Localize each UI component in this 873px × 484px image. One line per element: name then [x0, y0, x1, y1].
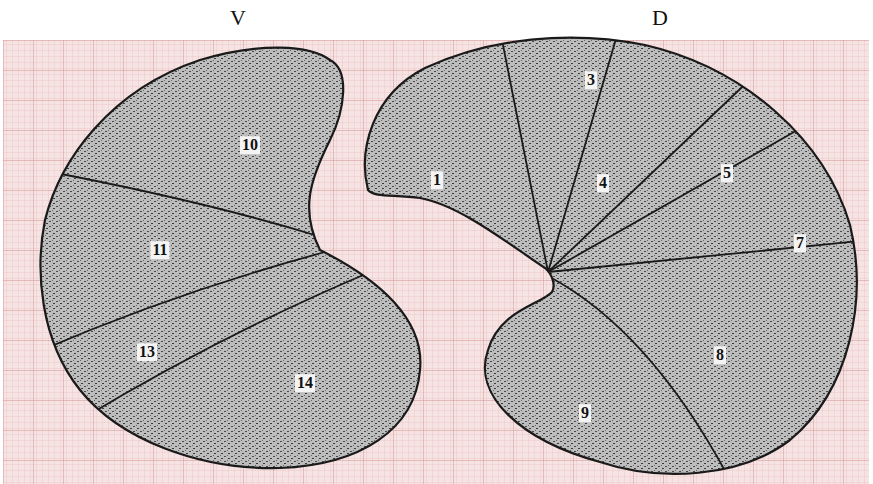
- segment-number: 3: [585, 71, 597, 89]
- segment-number: 8: [714, 346, 726, 364]
- segment-number: 13: [137, 343, 157, 361]
- segment-number: 5: [721, 164, 733, 182]
- side-label: V: [230, 6, 246, 30]
- side-label: D: [652, 6, 668, 30]
- segment-number: 10: [240, 136, 260, 154]
- segment-number: 4: [597, 174, 609, 192]
- right-lung-outline: [365, 38, 857, 474]
- left-lung-outline: [41, 48, 421, 468]
- segment-number: 14: [295, 374, 315, 392]
- segment-borders: [500, 25, 870, 480]
- left-lung: [41, 48, 421, 468]
- segment-number: 11: [150, 241, 169, 259]
- segment-number: 9: [579, 404, 591, 422]
- segment-number: 7: [794, 234, 806, 252]
- right-lung: [365, 38, 857, 474]
- segment-borders: [30, 170, 380, 420]
- segment-number: 1: [431, 171, 443, 189]
